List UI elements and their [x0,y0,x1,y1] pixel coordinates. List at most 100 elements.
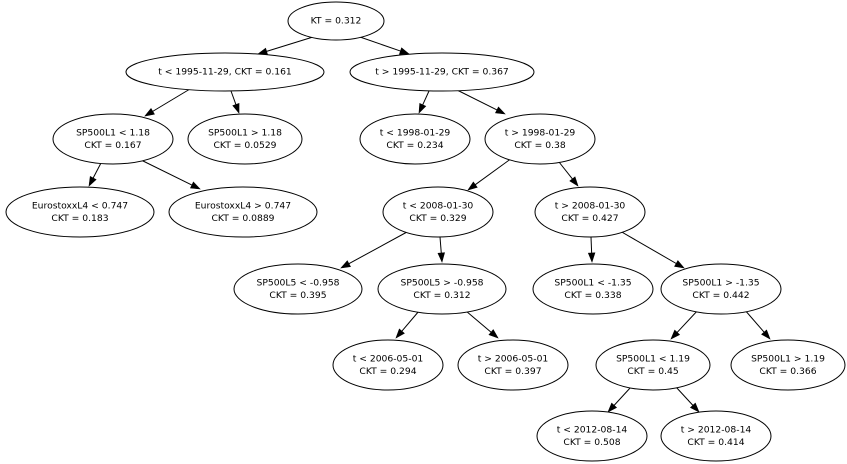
edge-arrowhead [144,108,155,117]
node-label: CKT = 0.427 [561,213,618,224]
node-ellipse[interactable] [536,410,648,462]
node-ellipse[interactable] [52,113,174,165]
node-label: CKT = 0.508 [563,437,620,448]
node-label: KT = 0.312 [311,16,362,27]
edge-arrowhead [569,176,579,187]
node-ellipse[interactable] [377,263,507,315]
tree-edge [230,90,240,114]
nodes-layer: KT = 0.312 t < 1995-11-29, CKT = 0.161 t >… [5,1,846,462]
node-ellipse[interactable] [5,186,155,238]
edge-line [439,236,442,254]
edge-arrowhead [257,47,268,55]
edge-line [348,231,408,265]
node-label: CKT = 0.395 [269,290,326,301]
tree-edge [454,88,506,115]
edge-arrowhead [674,260,685,269]
tree-edge [257,36,314,55]
node-label: t > 2008-01-30 [555,200,626,211]
node-ellipse[interactable] [730,339,846,391]
node-ellipse[interactable] [125,52,325,92]
tree-edge [607,386,632,413]
node-label: t > 2012-08-14 [681,424,752,435]
edge-line [422,90,430,106]
node-label: t > 1995-11-29, CKT = 0.367 [375,67,509,78]
tree-edge [144,88,191,117]
node-label: SP500L1 > -1.35 [682,277,759,288]
node-label: t < 2012-08-14 [557,424,628,435]
edge-line [558,161,573,180]
node-label: CKT = 0.0529 [213,140,276,151]
edge-arrowhead [395,328,405,339]
node-label: SP500L5 > -0.958 [400,277,483,288]
edge-arrowhead [190,181,201,190]
tree-edge [359,36,410,55]
tree-edge [675,386,700,413]
node-label: CKT = 0.0889 [211,213,274,224]
edge-line [613,386,632,406]
node-ellipse[interactable] [187,113,303,165]
edge-line [676,308,700,333]
tree-node[interactable]: t < 1995-11-29, CKT = 0.161 [125,52,325,92]
node-label: CKT = 0.312 [413,290,470,301]
node-label: t > 2006-05-01 [478,353,549,364]
edge-arrowhead [670,329,681,340]
node-label: CKT = 0.167 [84,140,141,151]
node-ellipse[interactable] [457,339,569,391]
tree-edge [88,162,102,187]
edge-line [92,162,102,179]
node-label: CKT = 0.442 [692,290,749,301]
node-label: t < 1995-11-29, CKT = 0.161 [158,67,292,78]
tree-node[interactable]: t > 1995-11-29, CKT = 0.367 [349,52,535,92]
edge-line [359,36,401,52]
node-ellipse[interactable] [349,52,535,92]
node-ellipse[interactable] [532,263,654,315]
edge-line [266,36,314,52]
tree-edge [138,158,201,190]
node-ellipse[interactable] [332,339,444,391]
edge-line [474,157,513,186]
node-ellipse[interactable] [168,186,318,238]
tree-edge [340,231,408,269]
node-ellipse[interactable] [660,410,772,462]
node-ellipse[interactable] [660,263,782,315]
tree-node[interactable]: KT = 0.312 [287,1,385,41]
node-label: SP500L5 < -0.958 [256,277,339,288]
node-ellipse[interactable] [233,263,363,315]
edge-arrowhead [232,102,240,114]
node-ellipse[interactable] [382,186,494,238]
node-label: CKT = 0.183 [51,213,108,224]
edges-layer [88,36,771,413]
edge-line [401,310,420,332]
node-label: CKT = 0.414 [687,437,744,448]
node-label: CKT = 0.366 [759,366,816,377]
edge-line [230,90,237,105]
tree-edge [395,310,420,339]
node-ellipse[interactable] [359,113,471,165]
node-ellipse[interactable] [534,186,646,238]
node-ellipse[interactable] [595,339,711,391]
node-label: SP500L1 < 1.18 [76,127,150,138]
node-ellipse[interactable] [287,1,385,41]
edge-arrowhead [437,252,445,263]
node-ellipse[interactable] [484,113,596,165]
